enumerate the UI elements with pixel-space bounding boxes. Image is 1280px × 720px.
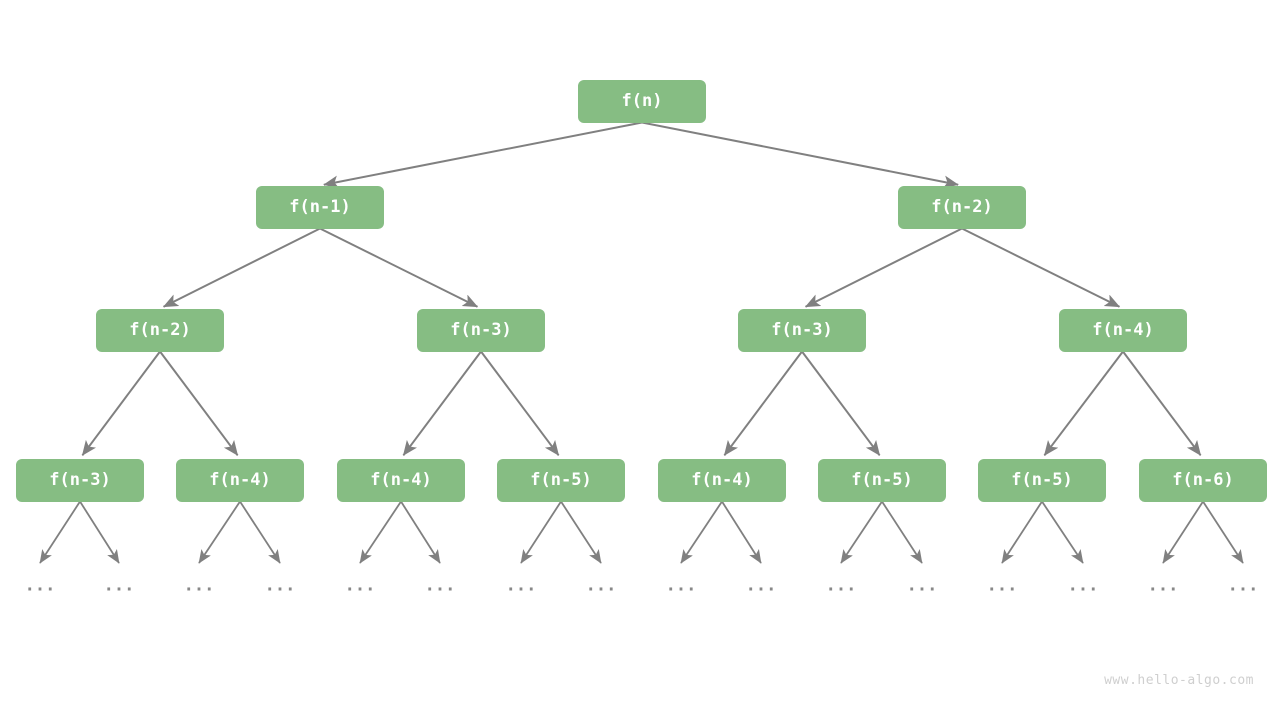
tree-node-l3n0: f(n-3) — [16, 458, 144, 502]
tree-node-l1n0: f(n-1) — [256, 185, 384, 229]
leaf-edge-l3n2-4 — [359, 501, 402, 564]
tree-node-label: f(n-2) — [129, 320, 191, 340]
tree-edges — [81, 121, 1202, 456]
ellipsis-marker: ... — [24, 575, 56, 596]
tree-edge-l1n0-l2n0 — [162, 227, 321, 308]
tree-node-l2n1: f(n-3) — [417, 308, 545, 352]
tree-edge-l2n1-l3n2 — [402, 350, 482, 456]
leaf-edge-l3n3-7 — [560, 501, 602, 564]
ellipsis-marker: ... — [424, 575, 456, 596]
leaf-edge-l3n6-12 — [1001, 501, 1043, 564]
tree-node-l0n0: f(n) — [578, 79, 706, 123]
tree-node-label: f(n-5) — [1011, 470, 1073, 490]
leaf-edge-l3n2-5 — [400, 501, 441, 564]
tree-edge-l2n0-l3n0 — [81, 350, 161, 456]
leaf-edge-l3n0-1 — [79, 501, 120, 564]
leaf-edge-l3n0-0 — [39, 501, 81, 564]
tree-node-label: f(n-4) — [1092, 320, 1154, 340]
ellipsis-marker: ... — [264, 575, 296, 596]
leaf-edge-l3n7-15 — [1202, 501, 1244, 564]
tree-node-label: f(n-5) — [530, 470, 592, 490]
tree-node-l3n5: f(n-5) — [818, 458, 946, 502]
tree-node-l3n6: f(n-5) — [978, 458, 1106, 502]
tree-edge-l0n0-l1n0 — [323, 121, 643, 189]
tree-edge-l2n0-l3n1 — [159, 350, 239, 456]
tree-node-label: f(n-3) — [49, 470, 111, 490]
leaf-edge-l3n1-2 — [198, 501, 241, 564]
tree-edge-l2n2-l3n4 — [723, 350, 803, 456]
tree-node-l3n4: f(n-4) — [658, 458, 786, 502]
ellipsis-marker: ... — [585, 575, 617, 596]
leaf-edge-l3n1-3 — [239, 501, 281, 564]
tree-node-label: f(n-3) — [771, 320, 833, 340]
ellipsis-marker: ... — [1147, 575, 1179, 596]
leaf-edge-l3n4-9 — [721, 501, 762, 564]
tree-node-l2n3: f(n-4) — [1059, 308, 1187, 352]
tree-edge-l1n0-l2n1 — [319, 227, 479, 308]
leaf-edge-l3n7-14 — [1162, 501, 1204, 564]
tree-edge-l0n0-l1n1 — [641, 121, 959, 189]
tree-edge-l2n3-l3n7 — [1122, 350, 1202, 456]
leaf-edge-l3n6-13 — [1041, 501, 1084, 564]
tree-node-l2n0: f(n-2) — [96, 308, 224, 352]
ellipsis-marker: ... — [825, 575, 857, 596]
ellipsis-marker: ... — [665, 575, 697, 596]
leaf-edge-l3n5-11 — [881, 501, 923, 564]
ellipsis-marker: ... — [103, 575, 135, 596]
tree-node-l3n2: f(n-4) — [337, 458, 465, 502]
tree-edge-l1n1-l2n2 — [804, 227, 963, 308]
tree-node-l1n1: f(n-2) — [898, 185, 1026, 229]
tree-node-l3n1: f(n-4) — [176, 458, 304, 502]
tree-node-label: f(n-2) — [931, 197, 993, 217]
tree-edge-l2n1-l3n3 — [480, 350, 560, 456]
ellipsis-marker: ... — [505, 575, 537, 596]
leaf-edges — [39, 501, 1244, 564]
tree-node-l3n3: f(n-5) — [497, 458, 625, 502]
ellipsis-marker: ... — [1227, 575, 1259, 596]
leaf-edge-l3n5-10 — [840, 501, 883, 564]
ellipsis-marker: ... — [344, 575, 376, 596]
tree-node-label: f(n-6) — [1172, 470, 1234, 490]
tree-node-label: f(n-4) — [209, 470, 271, 490]
watermark: www.hello-algo.com — [1104, 673, 1254, 688]
tree-node-label: f(n-1) — [289, 197, 351, 217]
leaf-edge-l3n4-8 — [680, 501, 723, 564]
tree-node-label: f(n-5) — [851, 470, 913, 490]
tree-node-label: f(n) — [621, 91, 663, 111]
tree-node-label: f(n-4) — [691, 470, 753, 490]
ellipsis-marker: ... — [183, 575, 215, 596]
ellipsis-marker: ... — [986, 575, 1018, 596]
tree-node-l3n7: f(n-6) — [1139, 458, 1267, 502]
tree-node-l2n2: f(n-3) — [738, 308, 866, 352]
ellipsis-marker: ... — [1067, 575, 1099, 596]
tree-edge-l1n1-l2n3 — [961, 227, 1121, 308]
leaf-edge-l3n3-6 — [520, 501, 562, 564]
ellipsis-marker: ... — [906, 575, 938, 596]
tree-edge-l2n2-l3n5 — [801, 350, 881, 456]
tree-node-label: f(n-3) — [450, 320, 512, 340]
tree-node-label: f(n-4) — [370, 470, 432, 490]
tree-edge-l2n3-l3n6 — [1043, 350, 1124, 456]
ellipsis-marker: ... — [745, 575, 777, 596]
